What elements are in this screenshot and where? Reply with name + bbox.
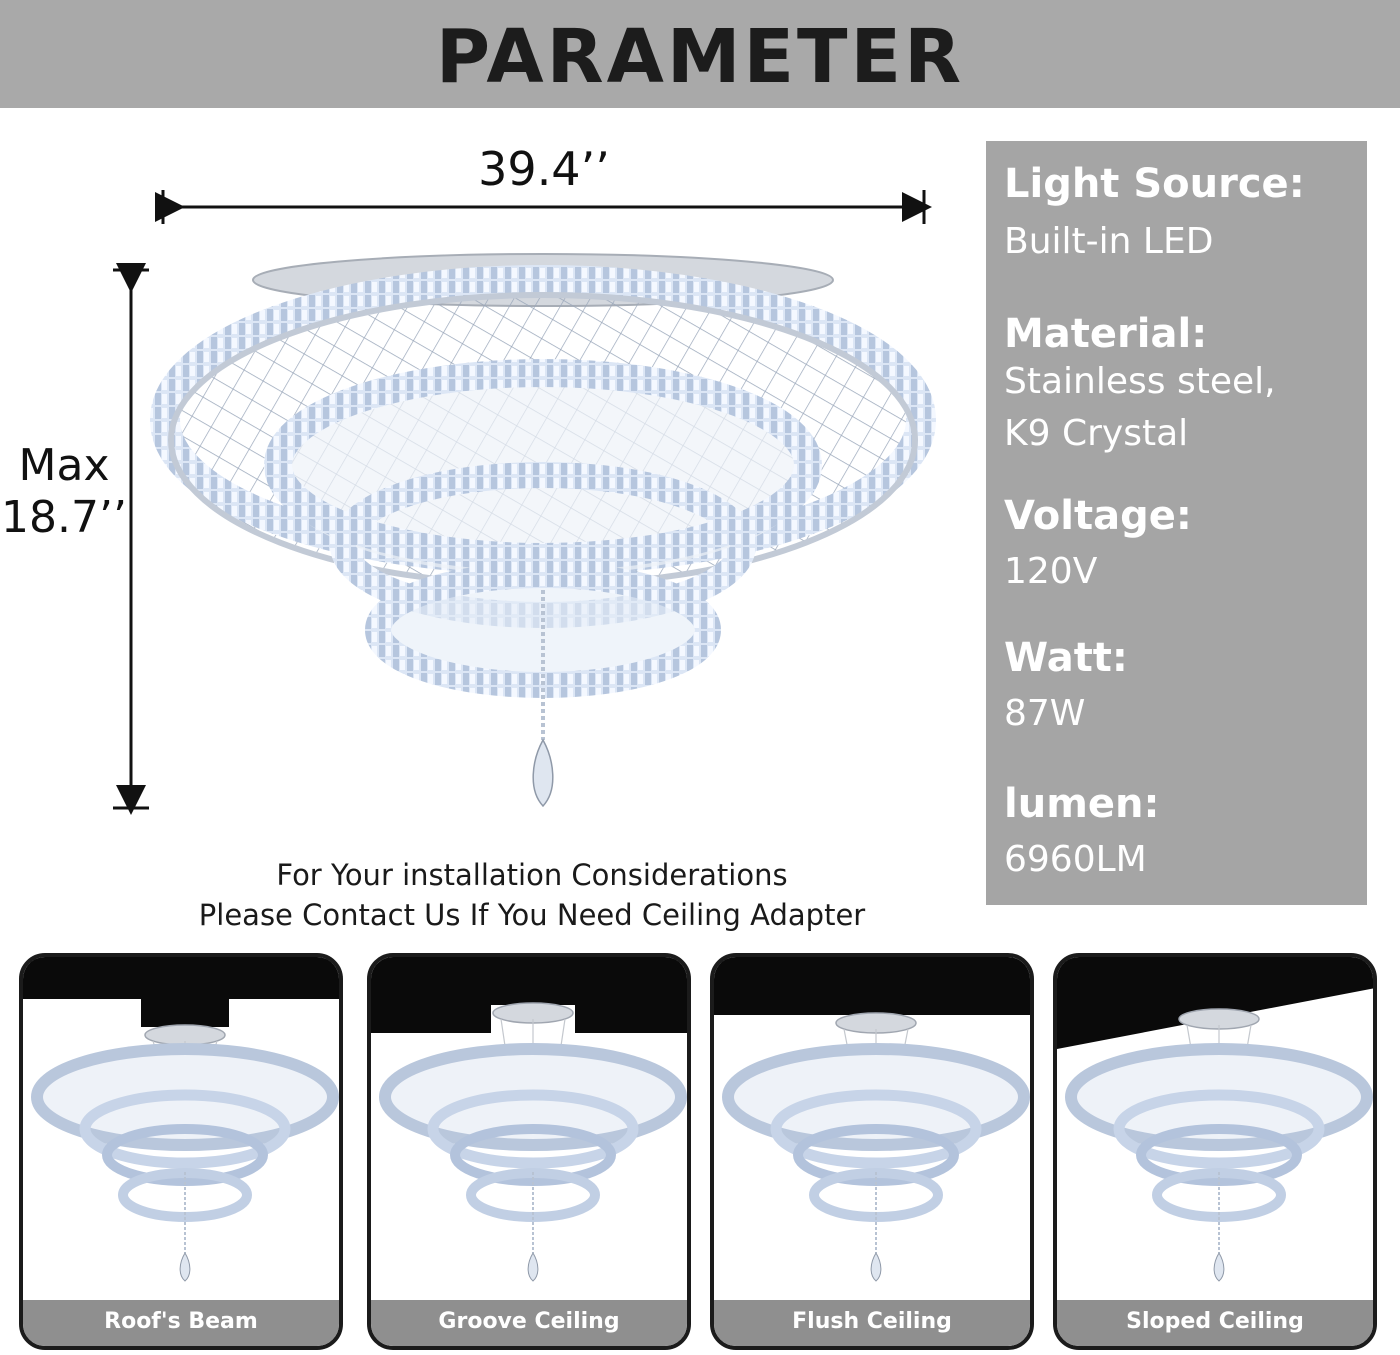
spec-value-lumen: 6960LM [1004,839,1147,880]
ceiling-shape [23,957,339,1027]
install-card-groove-ceiling: Groove Ceiling [367,953,691,1350]
spec-value-watt: 87W [1004,693,1086,734]
chandelier-image [150,253,936,808]
width-dimension-label: 39.4’’ [478,142,610,196]
install-illustration-sloped-ceiling [1057,957,1373,1282]
install-card-roofs-beam: Roof's Beam [19,953,343,1350]
mini-chandelier [31,1024,339,1282]
spec-value-material-1: Stainless steel, [1004,361,1276,402]
spec-value-voltage: 120V [1004,551,1098,592]
spec-label-material: Material: [1004,311,1208,357]
spec-label-watt: Watt: [1004,635,1128,681]
ceiling-shape [1057,957,1373,1049]
ceiling-shape [371,957,687,1033]
install-caption-groove-ceiling: Groove Ceiling [371,1300,687,1346]
width-dimension-line [155,190,932,224]
mini-chandelier [1065,1008,1373,1282]
height-dimension-line [113,263,149,815]
install-illustration-roofs-beam [23,957,339,1282]
spec-label-light-source: Light Source: [1004,161,1305,207]
ceiling-shape [714,957,1030,1015]
install-illustration-groove-ceiling [371,957,687,1282]
install-illustration-flush-ceiling [714,957,1030,1282]
install-card-sloped-ceiling: Sloped Ceiling [1053,953,1377,1350]
spec-panel: Light Source: Built-in LED Material: Sta… [986,141,1367,905]
note-line-2: Please Contact Us If You Need Ceiling Ad… [198,898,866,932]
main-chandelier-figure [113,190,936,815]
spec-label-lumen: lumen: [1004,781,1160,827]
title-bar: PARAMETER [0,0,1400,108]
page-title: PARAMETER [435,14,965,100]
mini-chandelier [722,1012,1030,1282]
install-caption-sloped-ceiling: Sloped Ceiling [1057,1300,1373,1346]
spec-value-material-2: K9 Crystal [1004,413,1189,454]
note-line-1: For Your installation Considerations [276,858,788,892]
spec-label-voltage: Voltage: [1004,493,1192,539]
install-caption-roofs-beam: Roof's Beam [23,1300,339,1346]
mini-chandelier [379,1002,687,1282]
height-prefix: Max [18,440,110,491]
install-card-flush-ceiling: Flush Ceiling [710,953,1034,1350]
install-caption-flush-ceiling: Flush Ceiling [714,1300,1030,1346]
spec-value-light-source: Built-in LED [1004,221,1214,262]
height-dimension-label: Max 18.7’’ [0,440,128,544]
height-value: 18.7’’ [1,492,127,543]
